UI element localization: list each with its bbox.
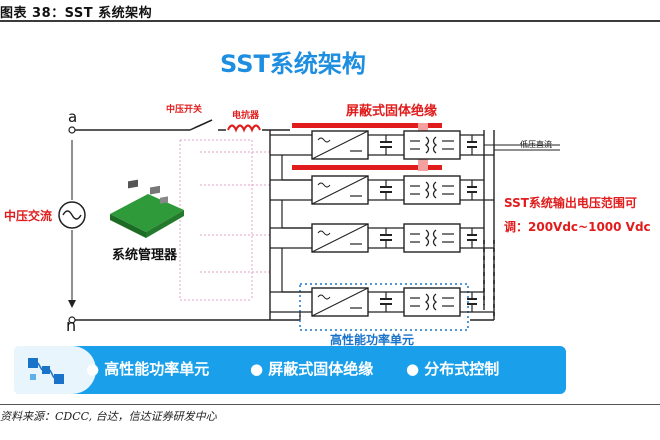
control-lines [179,139,270,301]
ac-sine [62,210,82,220]
reactor-label: 电抗器 [232,111,260,121]
dcdc-converter-box [403,287,461,317]
source-note: 资料来源：CDCC, 台达，信达证券研发中心 [0,410,217,423]
ac-arrow-head [68,300,76,308]
output-range-line2: 调：200Vdc~1000 Vdc [504,220,651,234]
node-n-dot [68,316,76,324]
transformer-coil-right [432,229,438,247]
acdc-diagonal [311,130,369,160]
node-n-label: n [66,316,77,335]
ac-symbol-icon [317,182,331,188]
output-range-line1: SST系统输出电压范围可 [504,196,637,210]
ac-symbol-icon [317,137,331,143]
mv-switch-label: 中压开关 [166,105,203,115]
insulation-bar-1 [292,123,442,128]
banner-item-distributed-control: ● 分布式控制 [406,360,500,378]
transformer-coil-left [424,181,430,199]
transformer-coil-left [424,293,430,311]
transformer-coil-left [424,229,430,247]
diagram-title: SST系统架构 [220,50,366,78]
transformer-coil-left [424,136,430,154]
lv-dc-label: 低压直流 [520,140,552,149]
power-unit-label: 高性能功率单元 [330,333,415,347]
system-manager-label: 系统管理器 [112,248,178,263]
banner-logo-area [14,346,96,394]
insulation-bar-2 [292,165,442,170]
dcdc-converter-box [403,130,461,160]
ac-symbol-icon [317,294,331,300]
transformer-coil-right [432,136,438,154]
acdc-diagonal [311,287,369,317]
transformer-coil-right [432,181,438,199]
switch-gap [190,127,218,133]
ac-symbol-icon [317,230,331,236]
top-divider [0,20,660,22]
dcdc-converter-box [403,175,461,205]
dcdc-converter-box [403,223,461,253]
node-a-dot [68,126,76,134]
acdc-diagonal [311,223,369,253]
banner-item-power-unit: ● 高性能功率单元 [86,360,210,378]
shield-insulation-label: 屏蔽式固体绝缘 [346,104,438,119]
node-a-label: a [68,108,78,126]
network-icon [28,358,64,384]
transformer-coil-right [432,293,438,311]
acdc-diagonal [311,175,369,205]
figure-caption: 图表 38：SST 系统架构 [0,6,153,21]
feature-banner: ● 高性能功率单元 ● 屏蔽式固体绝缘 ● 分布式控制 [14,346,566,394]
mv-ac-label: 中压交流 [4,209,53,223]
power-unit-box [299,283,469,331]
banner-item-shield-insulation: ● 屏蔽式固体绝缘 [250,360,374,378]
bottom-divider [0,404,660,405]
